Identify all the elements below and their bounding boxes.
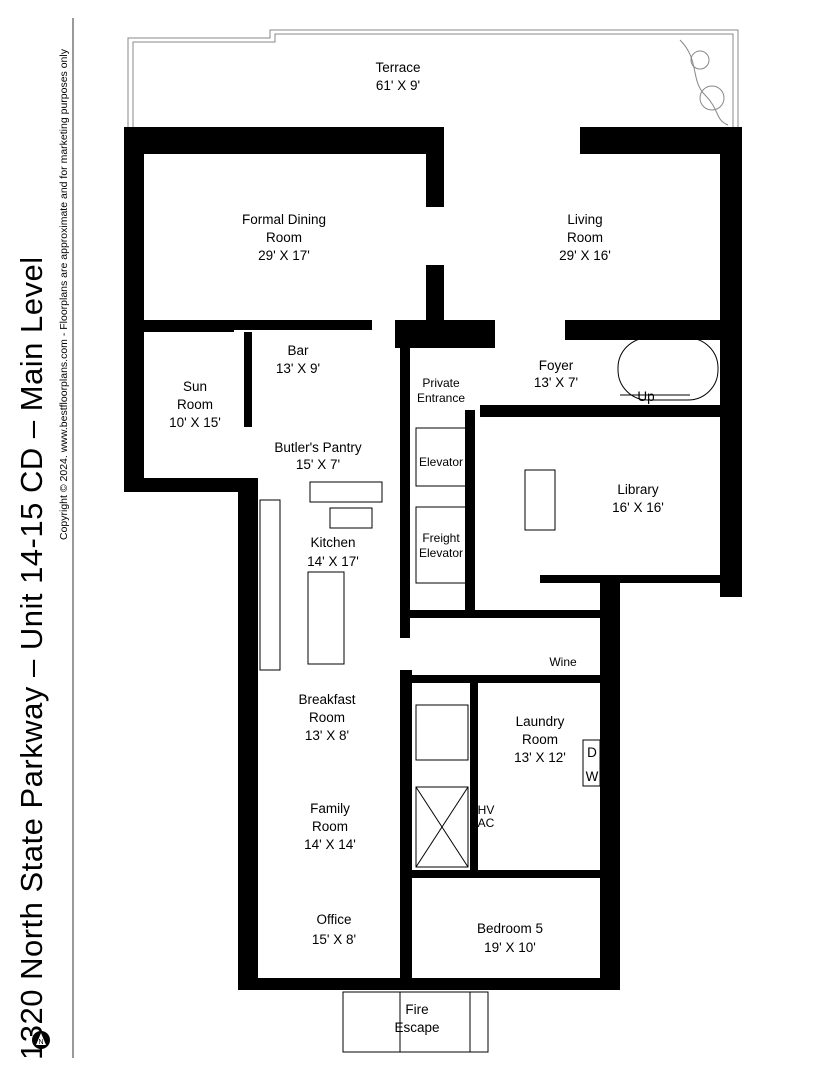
svg-text:Kitchen: Kitchen (310, 535, 355, 550)
fixtures (259, 337, 719, 1053)
walls (124, 127, 742, 990)
svg-text:13' X 12': 13' X 12' (514, 750, 566, 765)
room-foyer: Foyer 13' X 7' Up (534, 358, 655, 404)
svg-text:Sun: Sun (183, 379, 207, 394)
svg-text:Family: Family (310, 801, 350, 816)
room-laundry: Laundry Room 13' X 12' D W (514, 714, 598, 784)
svg-text:29' X 17': 29' X 17' (258, 248, 310, 263)
svg-text:15' X 8': 15' X 8' (312, 932, 356, 947)
room-terrace: Terrace 61' X 9' (375, 60, 420, 93)
svg-text:Room: Room (567, 230, 603, 245)
svg-text:Fire: Fire (405, 1002, 428, 1017)
stairs-up-label: Up (637, 389, 654, 404)
compass-icon: N (32, 1031, 50, 1049)
elevator: Elevator (419, 455, 463, 469)
svg-text:Escape: Escape (394, 1020, 439, 1035)
svg-text:Terrace: Terrace (375, 60, 420, 75)
svg-text:Private: Private (422, 376, 460, 390)
terrace-outline (127, 29, 739, 128)
svg-text:16' X 16': 16' X 16' (612, 500, 664, 515)
svg-text:Room: Room (522, 732, 558, 747)
svg-text:Room: Room (312, 819, 348, 834)
svg-text:N: N (38, 1039, 43, 1046)
svg-text:HV: HV (478, 803, 495, 817)
room-butlers-pantry: Butler's Pantry 15' X 7' (274, 440, 362, 472)
room-bar: Bar 13' X 9' (276, 343, 320, 376)
svg-text:Elevator: Elevator (419, 455, 463, 469)
svg-text:Room: Room (309, 710, 345, 725)
room-library: Library 16' X 16' (612, 482, 664, 515)
fire-escape: Fire Escape (394, 1002, 439, 1035)
room-formal-dining: Formal Dining Room 29' X 17' (242, 212, 326, 263)
svg-text:14' X 14': 14' X 14' (304, 837, 356, 852)
room-sun-room: Sun Room 10' X 15' (169, 379, 221, 430)
room-kitchen: Kitchen 14' X 17' (307, 535, 359, 569)
svg-text:15' X 7': 15' X 7' (296, 457, 340, 472)
svg-text:Elevator: Elevator (419, 546, 463, 560)
washer-label: W (586, 769, 599, 784)
svg-text:Room: Room (177, 397, 213, 412)
svg-text:61' X 9': 61' X 9' (376, 78, 420, 93)
svg-text:Freight: Freight (422, 531, 460, 545)
svg-text:Laundry: Laundry (516, 714, 565, 729)
svg-text:Breakfast: Breakfast (298, 692, 355, 707)
svg-text:13' X 8': 13' X 8' (305, 728, 349, 743)
svg-text:Office: Office (316, 912, 351, 927)
svg-text:Wine: Wine (549, 655, 577, 669)
dryer-label: D (587, 745, 597, 760)
svg-text:14' X 17': 14' X 17' (307, 554, 359, 569)
svg-text:Room: Room (266, 230, 302, 245)
svg-text:Butler's Pantry: Butler's Pantry (274, 440, 362, 455)
svg-text:Library: Library (617, 482, 659, 497)
room-bedroom-5: Bedroom 5 19' X 10' (477, 921, 543, 955)
svg-text:13' X 9': 13' X 9' (276, 361, 320, 376)
svg-text:Bedroom 5: Bedroom 5 (477, 921, 543, 936)
title-divider (72, 18, 74, 1058)
svg-text:Living: Living (567, 212, 602, 227)
svg-text:13' X 7': 13' X 7' (534, 375, 578, 390)
svg-text:Foyer: Foyer (539, 358, 574, 373)
svg-text:29' X 16': 29' X 16' (559, 248, 611, 263)
room-private-entrance: Private Entrance (417, 376, 465, 405)
svg-text:10' X 15': 10' X 15' (169, 415, 221, 430)
room-office: Office 15' X 8' (312, 912, 356, 947)
room-family: Family Room 14' X 14' (304, 801, 356, 852)
svg-text:AC: AC (478, 816, 495, 830)
svg-text:Formal Dining: Formal Dining (242, 212, 326, 227)
hvac: HV AC (478, 803, 495, 830)
svg-text:Entrance: Entrance (417, 391, 465, 405)
freight-elevator: Freight Elevator (419, 531, 463, 560)
room-wine: Wine (549, 655, 577, 669)
svg-text:Bar: Bar (287, 343, 309, 358)
room-breakfast: Breakfast Room 13' X 8' (298, 692, 355, 743)
room-living: Living Room 29' X 16' (559, 212, 611, 263)
svg-text:19' X 10': 19' X 10' (484, 940, 536, 955)
